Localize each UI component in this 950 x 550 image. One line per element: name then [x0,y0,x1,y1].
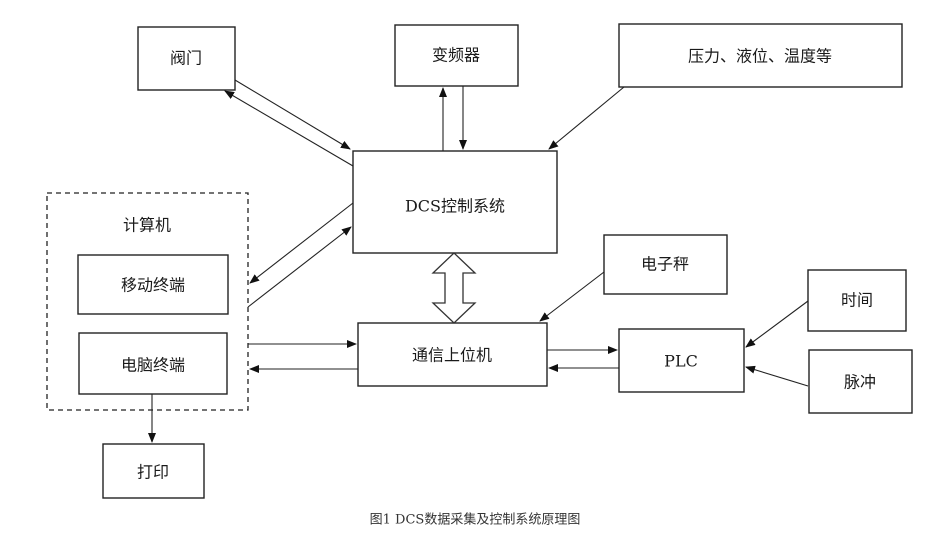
edge-computer-to-dcs [247,226,352,308]
node-dcs: DCS控制系统 [352,150,558,254]
node-inverter-label: 变频器 [432,46,480,65]
node-host-label: 通信上位机 [412,346,492,365]
node-mobile-terminal-label: 移动终端 [121,276,185,295]
node-sensors: 压力、液位、温度等 [618,23,903,88]
node-pc-terminal: 电脑终端 [78,332,228,395]
node-pulse-label: 脉冲 [844,373,876,392]
node-dcs-label: DCS控制系统 [405,197,505,216]
node-plc-label: PLC [664,352,698,371]
edge-time-to-plc [745,300,809,348]
computer-group-label: 计算机 [123,216,171,235]
edge-valve-to-dcs [234,79,351,150]
node-plc: PLC [618,328,745,393]
node-host: 通信上位机 [357,322,548,387]
edge-pulse-to-plc [745,365,809,387]
node-sensors-label: 压力、液位、温度等 [688,47,832,66]
node-valve: 阀门 [137,26,236,91]
node-mobile-terminal: 移动终端 [77,254,229,315]
figure-caption: 图1 DCS数据采集及控制系统原理图 [370,512,581,528]
edge-sensors-to-dcs [548,86,625,150]
node-scale: 电子秤 [603,234,728,295]
computer-group: 计算机 [46,192,249,411]
node-inverter: 变频器 [394,24,519,87]
edge-scale-to-host [539,271,605,322]
node-pulse: 脉冲 [808,349,913,414]
node-time-label: 时间 [841,291,873,310]
node-scale-label: 电子秤 [641,255,689,274]
node-time: 时间 [807,269,907,332]
node-pc-terminal-label: 电脑终端 [121,356,185,375]
node-valve-label: 阀门 [170,49,202,68]
edge-dcs-to-valve [224,90,354,167]
node-printer: 打印 [102,443,205,499]
edge-dcs-to-computer [249,202,354,284]
node-printer-label: 打印 [137,463,169,482]
edge-dcs-host-bidirectional [431,252,477,324]
